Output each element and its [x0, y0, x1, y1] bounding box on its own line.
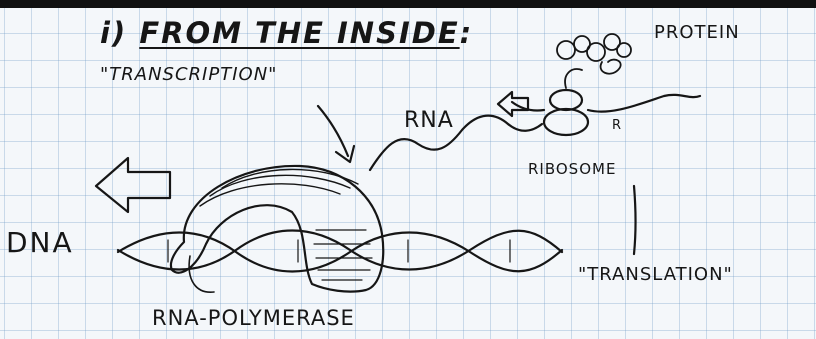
direction-arrow [96, 158, 170, 212]
ribosome-shape [512, 90, 700, 135]
heading-suffix: : [460, 16, 474, 50]
translation-label: "TRANSLATION" [578, 264, 733, 285]
section-heading: i) FROM THE INSIDE: [100, 16, 473, 50]
rna-label: RNA [404, 108, 454, 133]
rna-polymerase-shape [171, 166, 383, 292]
rna-polymerase-label: RNA-POLYMERASE [152, 306, 355, 330]
transcription-pointer-arrow [318, 106, 354, 162]
ribosome-label: RIBOSOME [528, 160, 616, 178]
rna-strand [370, 116, 542, 170]
transcription-label: "TRANSCRIPTION" [100, 64, 277, 85]
protein-shape [557, 34, 631, 88]
ribosome-mark-label: R [612, 118, 622, 133]
heading-text: FROM THE INSIDE [139, 16, 459, 50]
heading-prefix: i) [100, 16, 127, 50]
translation-connector-line [634, 186, 636, 254]
dna-label: DNA [6, 226, 74, 259]
protein-label: PROTEIN [654, 22, 740, 43]
